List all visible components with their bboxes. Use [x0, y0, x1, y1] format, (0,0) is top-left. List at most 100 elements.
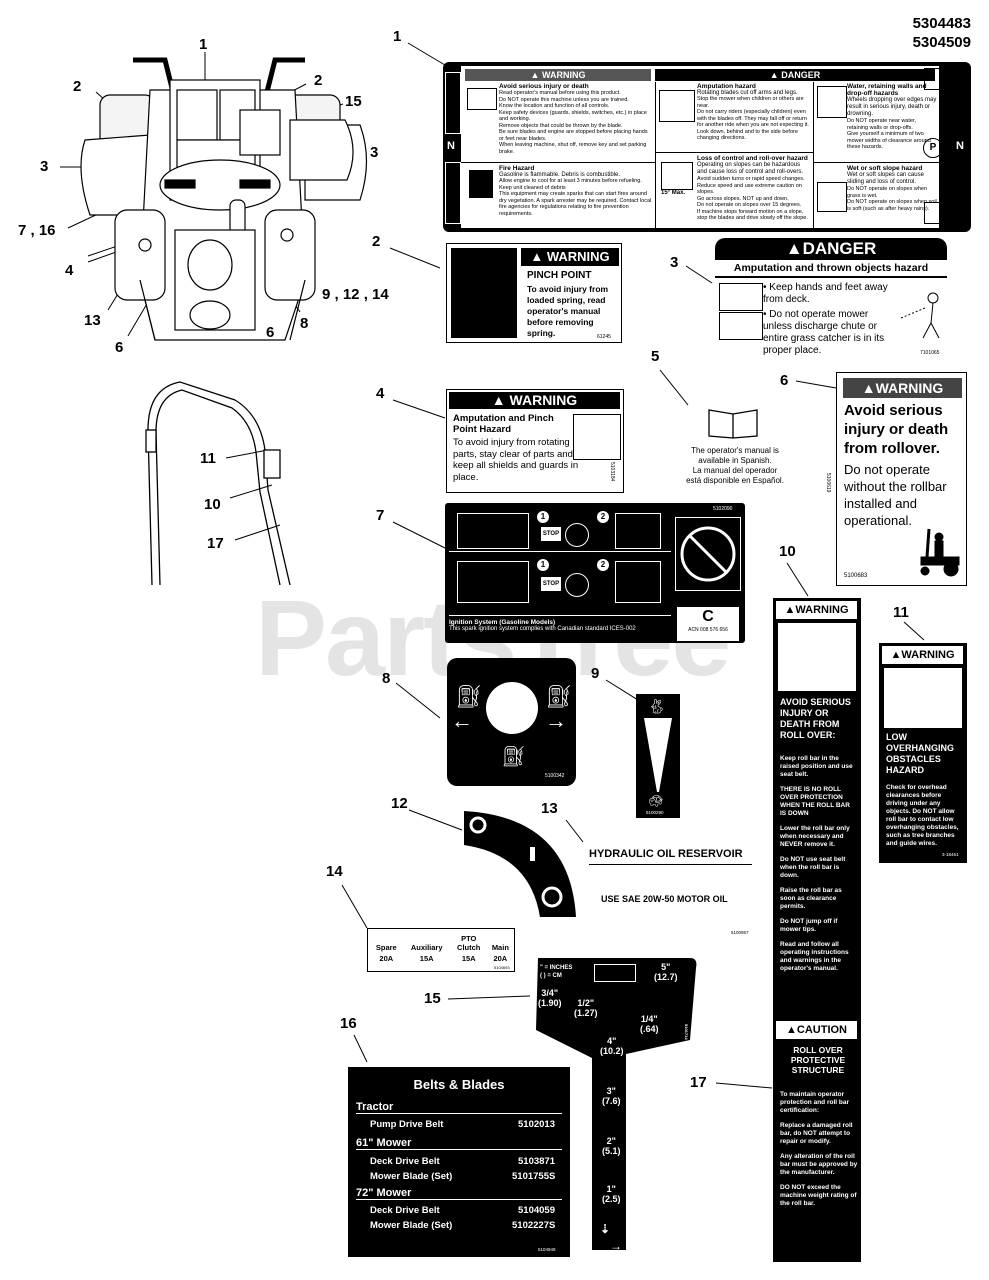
- decal-2-title: PINCH POINT: [527, 270, 592, 281]
- decal-10-p5: Raise the roll bar as soon as clearance …: [780, 887, 842, 910]
- step-2: 2: [597, 511, 609, 523]
- decal-number-7: 7: [376, 507, 385, 524]
- decal-16-section-72: 72" Mower: [356, 1187, 562, 1200]
- decal-1-loss-line: Operating on slopes can be hazardous and…: [697, 162, 804, 175]
- decal-4-body: To avoid injury from rotating parts, sta…: [453, 437, 579, 483]
- decal-3-subtitle: Amputation and thrown objects hazard: [715, 262, 947, 278]
- decal-16-row-value: 5102227S: [512, 1220, 556, 1231]
- stop-sign-icon: STOP: [541, 577, 561, 591]
- decal-3-code: 7101065: [920, 350, 940, 356]
- n-label-left: N: [447, 140, 455, 152]
- decal-6-header-text: WARNING: [875, 380, 944, 396]
- decal-1-water-title: Water, retaining walls and drop-off haza…: [847, 83, 927, 97]
- list-item: Go across slopes. NOT up and down.: [697, 195, 789, 202]
- decal-1-loss-list: Avoid sudden turns or rapid speed change…: [697, 176, 811, 222]
- gauge-value-cm: (5.1): [602, 1146, 621, 1156]
- gauge-value-cm: (7.6): [602, 1096, 621, 1106]
- callout-11: 11: [200, 450, 216, 467]
- decal-3-bullets: • Keep hands and feet away from deck. • …: [763, 282, 888, 356]
- decal-1-avoid-section: Avoid serious injury or death Read opera…: [499, 83, 653, 155]
- engine-icon: [615, 513, 661, 549]
- decal-number-6: 6: [780, 372, 789, 389]
- fuse-table: Spare Auxiliary PTO Clutch Main 20A 15A …: [370, 933, 514, 964]
- list-item: Do not operate on slopes over 15 degrees…: [697, 202, 802, 208]
- decal-number-3: 3: [670, 254, 679, 271]
- decal-1-danger-bar: ▲ DANGER: [655, 69, 935, 81]
- rollbar-detail: [145, 381, 291, 586]
- callout-6-right: 6: [266, 324, 275, 341]
- callout-3-left: 3: [40, 158, 49, 175]
- decal-number-17: 17: [690, 1074, 707, 1091]
- gauge-value-cm: (2.5): [602, 1194, 621, 1204]
- decal-10-header-text: WARNING: [795, 604, 849, 616]
- gauge-value: 1/2": [577, 998, 595, 1008]
- decal-3-danger: ▲DANGER Amputation and thrown objects ha…: [715, 238, 947, 360]
- callout-13: 13: [84, 312, 101, 329]
- overhang-icon: [884, 668, 962, 728]
- decal-11-title: LOW OVERHANGING OBSTACLES HAZARD: [886, 732, 955, 775]
- fuel-left-icon: ⛽︎: [455, 684, 483, 709]
- decal-7-ign-title: Ignition System (Gasoline Models): [449, 619, 556, 626]
- decal-7-ignition-text: Ignition System (Gasoline Models) This s…: [449, 615, 671, 640]
- fuse-header: Main: [491, 943, 509, 952]
- drop-off-icon: [817, 86, 847, 118]
- decal-number-16: 16: [340, 1015, 357, 1032]
- arrow-up-icon: [445, 72, 461, 134]
- fuse-value: 20A: [493, 954, 508, 963]
- callout-2-left: 2: [73, 78, 82, 95]
- gauge-value: 1/4": [640, 1014, 658, 1024]
- legend-cm: ( ) = CM: [540, 973, 562, 979]
- arrow-left-icon: ←: [451, 708, 473, 733]
- fuse-value: 20A: [379, 954, 394, 963]
- callout-10: 10: [204, 496, 221, 513]
- decal-16-section-61: 61" Mower: [356, 1137, 562, 1150]
- decal-5-line-3: La manual del operador: [692, 466, 778, 475]
- thrown-object-icon: [897, 288, 943, 343]
- decal-7-ignition: 5102090 1 STOP 2 1 STOP 2 Ignition Syste…: [445, 503, 745, 643]
- decal-11-code: 3-18461: [942, 852, 959, 857]
- decal-13-title: HYDRAULIC OIL RESERVOIR: [589, 848, 752, 865]
- book-icon: [707, 404, 759, 440]
- decal-3-header-text: DANGER: [802, 239, 877, 258]
- decal-10-p6: Do NOT jump off if mower tips.: [780, 918, 838, 933]
- gauge-value: 2": [606, 1136, 616, 1146]
- decal-15-code: 5101714: [684, 1024, 689, 1040]
- decal-3-bullet-1: Keep hands and feet away from deck.: [763, 282, 888, 305]
- gauge-legend: " = INCHES ( ) = CM: [540, 964, 572, 980]
- list-item: Do not carry riders (especially children…: [697, 109, 809, 128]
- decal-1-fire-title: Fire Hazard: [499, 165, 535, 172]
- table-row: Spare Auxiliary PTO Clutch Main: [370, 933, 514, 953]
- list-item: Keep unit cleaned of debris: [499, 184, 566, 191]
- decal-1-safety-panel: ▲ WARNING ▲ DANGER Avoid serious injury …: [443, 62, 971, 232]
- decal-17-p1: To maintain operator protection and roll…: [780, 1091, 849, 1114]
- lift-pedal-icon: ⇣: [600, 1222, 611, 1236]
- decal-1-loss-section: Loss of control and roll-over hazard Ope…: [697, 155, 811, 222]
- decal-16-section-tractor: Tractor: [356, 1101, 562, 1114]
- deck-height-icon: [594, 964, 636, 982]
- slope-icon: [661, 162, 693, 190]
- decal-17-body: To maintain operator protection and roll…: [780, 1091, 858, 1208]
- rider-icon: [659, 90, 695, 122]
- callout-6-left: 6: [115, 339, 124, 356]
- list-item: Give yourself a minimum of two mower wid…: [847, 131, 931, 150]
- decal-11-header-text: WARNING: [901, 649, 955, 661]
- callout-1: 1: [199, 36, 208, 53]
- fuel-off-icon: ⛽︎: [501, 746, 527, 768]
- decal-number-14: 14: [326, 863, 343, 880]
- list-item: Remove objects that could be thrown by t…: [499, 122, 623, 129]
- decal-number-15: 15: [424, 990, 441, 1007]
- decal-10-title: AVOID SERIOUS INJURY OR DEATH FROM ROLL …: [780, 697, 851, 740]
- key-off-icon: [565, 573, 589, 597]
- decal-17-header: ▲CAUTION: [776, 1021, 857, 1039]
- list-item: Stop the mower when children or others a…: [697, 96, 804, 109]
- rollbar-tractor-icon: [907, 523, 963, 577]
- arrow-right-icon: →: [545, 708, 567, 733]
- decal-6-rollover: ▲WARNING Avoid serious injury or death f…: [825, 372, 967, 586]
- decal-1-water-section: Water, retaining walls and drop-off haza…: [847, 83, 937, 151]
- decal-number-5: 5: [651, 348, 660, 365]
- decal-14-fuse-chart: Spare Auxiliary PTO Clutch Main 20A 15A …: [367, 928, 515, 972]
- decal-10-body: Keep roll bar in the raised position and…: [780, 755, 856, 973]
- decal-10-p1: Keep roll bar in the raised position and…: [780, 755, 853, 778]
- unlock-icon: [924, 202, 944, 224]
- decal-1-amp-title: Amputation hazard: [697, 83, 756, 90]
